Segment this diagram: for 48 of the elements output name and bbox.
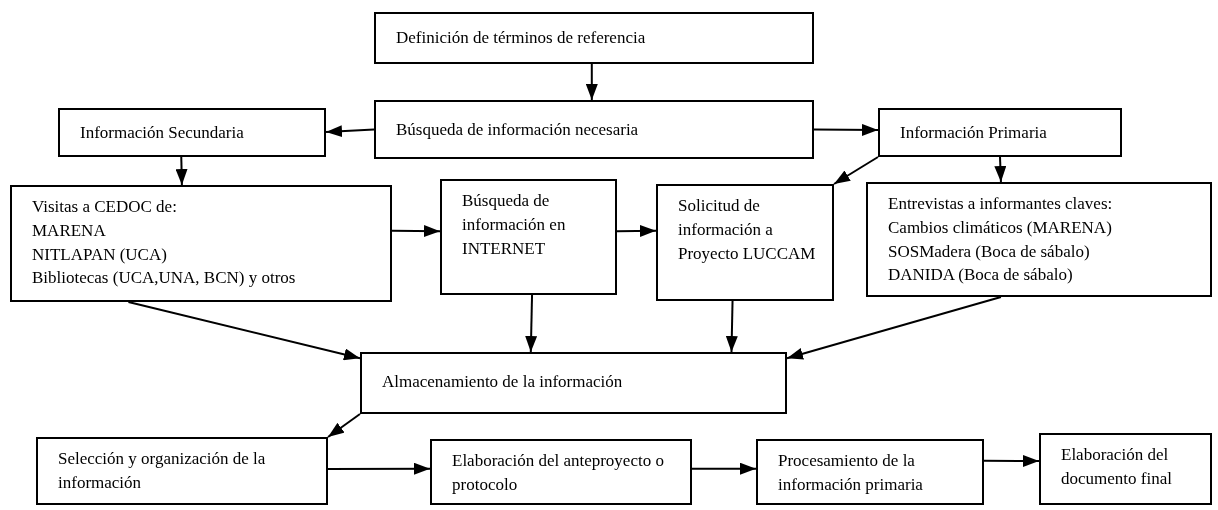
box-text: Almacenamiento de la información xyxy=(382,371,624,393)
box-text: MARENA xyxy=(32,219,107,242)
box-text: DANIDA (Boca de sábalo) xyxy=(888,264,1074,287)
process-box xyxy=(656,184,834,301)
arrow xyxy=(983,455,1040,467)
process-box xyxy=(878,108,1122,157)
box-text: Visitas a CEDOC de: xyxy=(32,196,178,218)
process-box xyxy=(1039,433,1212,505)
process-box xyxy=(374,12,814,64)
arrow xyxy=(725,300,738,353)
arrow xyxy=(325,125,375,138)
arrow xyxy=(127,301,361,361)
arrow xyxy=(585,63,598,101)
box-text: Elaboración del documento final xyxy=(1061,444,1173,490)
process-box xyxy=(10,185,392,302)
process-box xyxy=(440,179,617,295)
process-box xyxy=(374,100,814,159)
process-box xyxy=(430,439,692,505)
arrow xyxy=(691,462,757,475)
arrow xyxy=(327,413,361,438)
box-text: Elaboración del anteproyecto o protocolo xyxy=(452,450,665,496)
arrow xyxy=(327,462,431,475)
box-text: Definición de términos de referencia xyxy=(396,27,647,50)
process-box xyxy=(866,182,1212,297)
arrow xyxy=(525,294,538,353)
box-text: Información Primaria xyxy=(900,121,1048,144)
box-text: NITLAPAN (UCA) xyxy=(32,243,168,266)
box-text: Información Secundaria xyxy=(80,121,245,144)
box-text: Entrevistas a informantes claves: xyxy=(888,193,1114,215)
box-text: Búsqueda de información en INTERNET xyxy=(462,190,567,260)
arrow xyxy=(813,123,879,136)
process-box xyxy=(360,352,787,414)
arrow xyxy=(833,156,879,185)
box-text: Búsqueda de información necesaria xyxy=(396,118,640,141)
arrow xyxy=(786,296,1002,360)
process-box xyxy=(58,108,326,157)
process-box xyxy=(36,437,328,505)
box-text: Solicitud de información a Proyecto LUCCAM xyxy=(678,195,817,265)
box-text: Cambios climáticos (MARENA) xyxy=(888,216,1113,239)
box-text: Procesamiento de la información primaria xyxy=(778,450,924,496)
box-text: SOSMadera (Boca de sábalo) xyxy=(888,240,1091,263)
arrow xyxy=(391,225,441,237)
arrow xyxy=(994,156,1007,183)
process-box xyxy=(756,439,984,505)
box-text: Bibliotecas (UCA,UNA, BCN) y otros xyxy=(32,267,297,290)
arrow xyxy=(175,156,188,186)
box-text: Selección y organización de la información xyxy=(58,448,267,494)
arrow xyxy=(616,224,657,237)
